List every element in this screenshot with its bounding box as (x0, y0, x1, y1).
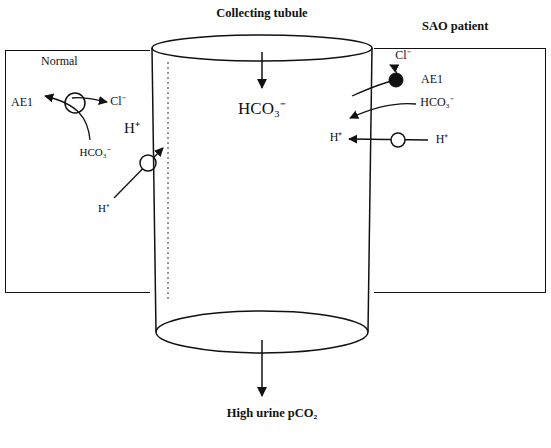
cell-box: SAO patient (374, 48, 546, 293)
flow-arrow (261, 52, 263, 88)
node-heading: SAO patient (422, 19, 488, 34)
ion-label: Cl⁻ (109, 95, 126, 108)
proton-arrow (114, 148, 163, 198)
chloride-arrow (72, 97, 107, 102)
ion-label: H⁺ (123, 120, 141, 137)
ion-label: HCO₃⁻ (78, 146, 111, 158)
bicarbonate-arrow (350, 104, 416, 118)
flow-arrow (261, 340, 263, 396)
ion-label: H⁺ (435, 133, 450, 146)
ion-label: HCO₃⁻ (150, 96, 374, 119)
ae1-transporter (389, 73, 403, 87)
transporter-name: AE1 (10, 96, 34, 109)
proton-pump (391, 133, 405, 147)
dashed-line (168, 62, 169, 300)
node-heading: Collecting tubule (150, 6, 374, 21)
bicarbonate-arrow (45, 96, 90, 140)
ion-label: H⁺ (97, 202, 111, 214)
ae1-transporter (65, 93, 85, 113)
cylinder-outline (150, 4, 374, 364)
ion-label: HCO₃⁻ (419, 96, 455, 109)
proton-arrow (349, 139, 428, 140)
node-heading: Normal (41, 54, 78, 69)
cell-box: Normal (5, 50, 150, 293)
result-label: High urine pCO₂ (226, 407, 319, 421)
transporter-name: AE1 (420, 73, 444, 86)
cylinder-bottom (156, 311, 368, 353)
cylinder-top (152, 35, 372, 61)
tubule-cylinder: Collecting tubuleHCO₃⁻ (150, 4, 374, 364)
cylinder-wall (152, 48, 156, 332)
cylinder-wall (368, 48, 372, 332)
ion-label: Cl⁻ (394, 49, 411, 62)
ion-label: H⁺ (329, 131, 344, 144)
